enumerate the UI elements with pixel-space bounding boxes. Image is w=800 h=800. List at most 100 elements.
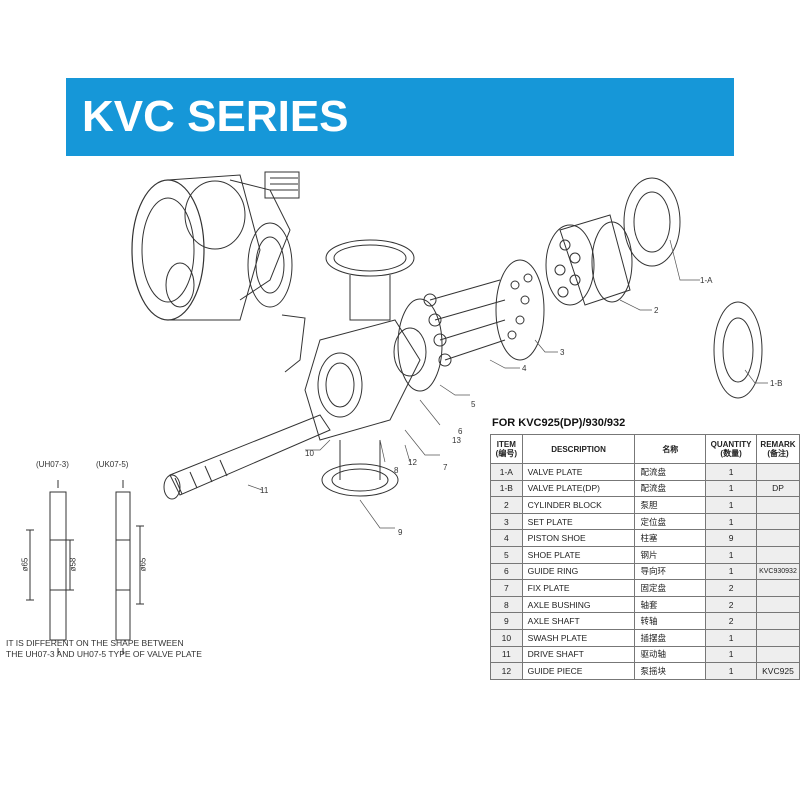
callout-12: 12 [408, 458, 417, 467]
row-quantity: 1 [705, 645, 757, 664]
label-uk07-5: (UK07-5) [96, 460, 129, 469]
parts-table-header-row: ITEM(编号) DESCRIPTION 名称 QUANTITY(数量) REM… [490, 434, 800, 464]
row-remark: KVC925 [755, 662, 800, 680]
row-quantity: 1 [705, 496, 757, 514]
callout-1b: 1-B [770, 379, 783, 388]
row-item: 4 [490, 529, 523, 547]
row-description: DRIVE SHAFT [521, 645, 636, 664]
parts-table-title: FOR KVC925(DP)/930/932 [492, 417, 626, 429]
assembled-pump-illustration [131, 171, 300, 321]
cylinder-block-illustration [545, 214, 633, 306]
row-quantity: 1 [705, 545, 757, 564]
row-item: 10 [490, 628, 523, 647]
row-description: VALVE PLATE(DP) [521, 479, 636, 498]
callout-6: 6 [458, 427, 463, 436]
row-item: 8 [490, 595, 523, 614]
series-banner: KVC SERIES [66, 78, 734, 156]
callout-8: 8 [394, 466, 399, 475]
callout-4: 4 [522, 364, 527, 373]
label-uh07-3: (UH07-3) [36, 460, 69, 469]
row-item: 9 [490, 612, 523, 630]
row-name-cn: 泵摇块 [634, 662, 707, 680]
dim-left-outer: ø65 [20, 557, 30, 572]
row-name-cn: 柱塞 [634, 529, 707, 547]
row-name-cn: 导向环 [634, 562, 707, 581]
row-description: PISTON SHOE [521, 529, 636, 547]
header-remark: REMARK(备注) [755, 434, 800, 464]
row-remark [755, 496, 800, 514]
callout-2: 2 [654, 306, 659, 315]
row-quantity: 2 [705, 595, 757, 614]
row-quantity: 1 [705, 562, 757, 581]
row-quantity: 1 [705, 662, 757, 680]
row-description: SET PLATE [521, 512, 636, 531]
callout-5: 5 [471, 400, 476, 409]
valve-plate-section-views [26, 480, 144, 654]
row-item: 1-A [490, 463, 523, 481]
row-description: CYLINDER BLOCK [521, 496, 636, 514]
row-remark [755, 612, 800, 630]
callout-11: 11 [260, 486, 269, 495]
row-item: 1-B [490, 479, 523, 498]
row-description: SWASH PLATE [521, 628, 636, 647]
row-description: SHOE PLATE [521, 545, 636, 564]
note-line-2: THE UH07-3 AND UH07-5 TYPE OF VALVE PLAT… [6, 649, 202, 659]
row-item: 2 [490, 496, 523, 514]
row-item: 5 [490, 545, 523, 564]
row-quantity: 1 [705, 479, 757, 498]
callout-13: 13 [452, 436, 461, 445]
row-name-cn: 轴套 [634, 595, 707, 614]
row-description: AXLE BUSHING [521, 595, 636, 614]
row-item: 6 [490, 562, 523, 581]
header-quantity: QUANTITY(数量) [705, 434, 757, 464]
drive-shaft-illustration [163, 414, 331, 500]
row-description: GUIDE RING [521, 562, 636, 581]
callout-3: 3 [560, 348, 565, 357]
row-remark [755, 628, 800, 647]
valve-plate-note: IT IS DIFFERENT ON THE SHAPE BETWEEN THE… [6, 638, 306, 660]
row-quantity: 9 [705, 529, 757, 547]
header-description: DESCRIPTION [521, 434, 636, 464]
row-remark [755, 545, 800, 564]
row-name-cn: 配流盘 [634, 479, 707, 498]
row-item: 3 [490, 512, 523, 531]
row-name-cn: 固定盘 [634, 579, 707, 597]
valve-plate-1a-illustration [623, 177, 681, 267]
row-item: 12 [490, 662, 523, 680]
row-name-cn: 插摆盘 [634, 628, 707, 647]
row-name-cn: 定位盘 [634, 512, 707, 531]
swash-plate-illustration [281, 239, 427, 497]
row-remark: DP [755, 479, 800, 498]
series-title: KVC SERIES [82, 92, 349, 141]
dim-right: ø65 [138, 557, 148, 572]
row-remark [755, 463, 800, 481]
row-description: VALVE PLATE [521, 463, 636, 481]
row-remark [755, 529, 800, 547]
row-description: AXLE SHAFT [521, 612, 636, 630]
header-name-cn: 名称 [634, 434, 707, 464]
row-quantity: 2 [705, 612, 757, 630]
row-name-cn: 配流盘 [634, 463, 707, 481]
parts-table: ITEM(编号) DESCRIPTION 名称 QUANTITY(数量) REM… [490, 434, 800, 680]
row-quantity: 2 [705, 579, 757, 597]
row-quantity: 1 [705, 628, 757, 647]
callout-7: 7 [443, 463, 448, 472]
callout-9: 9 [398, 528, 403, 537]
header-item: ITEM(编号) [490, 434, 523, 464]
row-name-cn: 泵胆 [634, 496, 707, 514]
callout-1a: 1-A [700, 276, 713, 285]
row-item: 7 [490, 579, 523, 597]
